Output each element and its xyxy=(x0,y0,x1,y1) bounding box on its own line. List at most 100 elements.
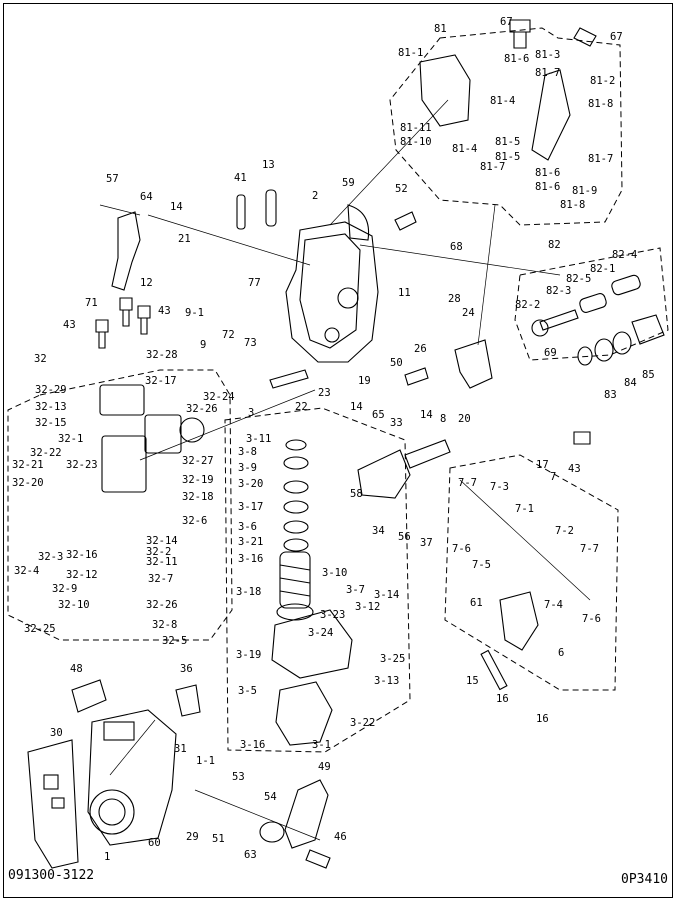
group-3-outline xyxy=(224,407,411,753)
callout-c58: 58 xyxy=(350,488,363,500)
callout-c32-19: 32-19 xyxy=(182,474,214,486)
pump-body xyxy=(87,709,177,846)
lever-arm xyxy=(531,69,571,161)
callout-c81-8: 81-8 xyxy=(588,98,613,110)
callout-c9: 9 xyxy=(200,339,206,351)
callout-c32-24: 32-24 xyxy=(203,391,235,403)
gasket xyxy=(347,204,370,241)
bolt xyxy=(394,211,417,231)
callout-c32-6: 32-6 xyxy=(182,515,207,527)
callout-c32-29: 32-29 xyxy=(35,384,67,396)
leader-line xyxy=(459,479,591,601)
callout-c32-27: 32-27 xyxy=(182,455,214,467)
callout-c14a: 14 xyxy=(170,201,183,213)
callout-c32-13: 32-13 xyxy=(35,401,67,413)
callout-c7-4: 7-4 xyxy=(544,599,563,611)
callout-c3-16a: 3-16 xyxy=(238,553,263,565)
callout-c64: 64 xyxy=(140,191,153,203)
callout-c32-10: 32-10 xyxy=(58,599,90,611)
cover-window xyxy=(43,774,59,790)
callout-c81-1: 81-1 xyxy=(398,47,423,59)
callout-c3-10: 3-10 xyxy=(322,567,347,579)
callout-c81-6a: 81-6 xyxy=(504,53,529,65)
callout-c28: 28 xyxy=(448,293,461,305)
leader-line xyxy=(359,244,561,276)
callout-c3-20: 3-20 xyxy=(238,478,263,490)
callout-c7-7a: 7-7 xyxy=(458,477,477,489)
callout-c3-24: 3-24 xyxy=(308,627,333,639)
callout-c43b: 43 xyxy=(158,305,171,317)
callout-c63: 63 xyxy=(244,849,257,861)
callout-c81-11: 81-11 xyxy=(400,122,432,134)
callout-c3-25: 3-25 xyxy=(380,653,405,665)
callout-c32-14: 32-14 xyxy=(146,535,178,547)
callout-c81-7c: 81-7 xyxy=(588,153,613,165)
callout-c32-15: 32-15 xyxy=(35,417,67,429)
callout-c3-21: 3-21 xyxy=(238,536,263,548)
callout-c32-17: 32-17 xyxy=(145,375,177,387)
callout-c32-4: 32-4 xyxy=(14,565,39,577)
pin-head xyxy=(531,319,549,337)
solenoid-block xyxy=(101,435,147,493)
callout-c32-7: 32-7 xyxy=(148,573,173,585)
bush xyxy=(259,821,285,843)
callout-c53: 53 xyxy=(232,771,245,783)
washer xyxy=(283,520,309,534)
housing-boss xyxy=(324,327,340,343)
leader-line xyxy=(194,789,321,841)
solenoid-cover xyxy=(99,384,145,416)
actuator-end xyxy=(179,417,205,443)
callout-c81-8b: 81-8 xyxy=(560,199,585,211)
callout-c81-4b: 81-4 xyxy=(452,143,477,155)
callout-c3-23: 3-23 xyxy=(320,609,345,621)
callout-c82: 82 xyxy=(548,239,561,251)
callout-c7-7b: 7-7 xyxy=(580,543,599,555)
callout-c43a: 43 xyxy=(63,319,76,331)
washer xyxy=(283,456,309,470)
callout-c3-17: 3-17 xyxy=(238,501,263,513)
callout-c73: 73 xyxy=(244,337,257,349)
callout-c82-2: 82-2 xyxy=(515,299,540,311)
callout-c51: 51 xyxy=(212,833,225,845)
guide-pin xyxy=(539,309,579,331)
callout-c32-16: 32-16 xyxy=(66,549,98,561)
callout-c3-14: 3-14 xyxy=(374,589,399,601)
bolt xyxy=(404,367,429,386)
callout-c32-25: 32-25 xyxy=(24,623,56,635)
callout-c83: 83 xyxy=(604,389,617,401)
lever-plate xyxy=(357,449,411,499)
bolt xyxy=(95,319,109,349)
callout-c56: 56 xyxy=(398,531,411,543)
callout-c11: 11 xyxy=(398,287,411,299)
callout-c34: 34 xyxy=(372,525,385,537)
bolt xyxy=(305,849,331,869)
callout-c14b: 14 xyxy=(350,401,363,413)
washer xyxy=(577,346,593,366)
spring-coil xyxy=(611,274,641,296)
callout-c16a: 16 xyxy=(496,693,509,705)
callout-c32-8: 32-8 xyxy=(152,619,177,631)
callout-c43c: 43 xyxy=(568,463,581,475)
pump-bore xyxy=(89,789,135,835)
callout-c82-5: 82-5 xyxy=(566,273,591,285)
callout-c17: 17 xyxy=(536,459,549,471)
callout-c3-16b: 3-16 xyxy=(240,739,265,751)
bolt xyxy=(269,369,309,389)
callout-c81-2: 81-2 xyxy=(590,75,615,87)
callout-c31: 31 xyxy=(174,743,187,755)
callout-c54: 54 xyxy=(264,791,277,803)
bolt xyxy=(119,297,133,327)
callout-c71: 71 xyxy=(85,297,98,309)
callout-c69: 69 xyxy=(544,347,557,359)
callout-c32-9: 32-9 xyxy=(52,583,77,595)
callout-c67b: 67 xyxy=(610,31,623,43)
callout-c59: 59 xyxy=(342,177,355,189)
callout-c7-6b: 7-6 xyxy=(582,613,601,625)
leader-line xyxy=(147,214,311,266)
spring-coil xyxy=(579,293,607,313)
bolt xyxy=(509,19,531,49)
bracket xyxy=(71,679,107,713)
governor-housing xyxy=(285,221,379,363)
